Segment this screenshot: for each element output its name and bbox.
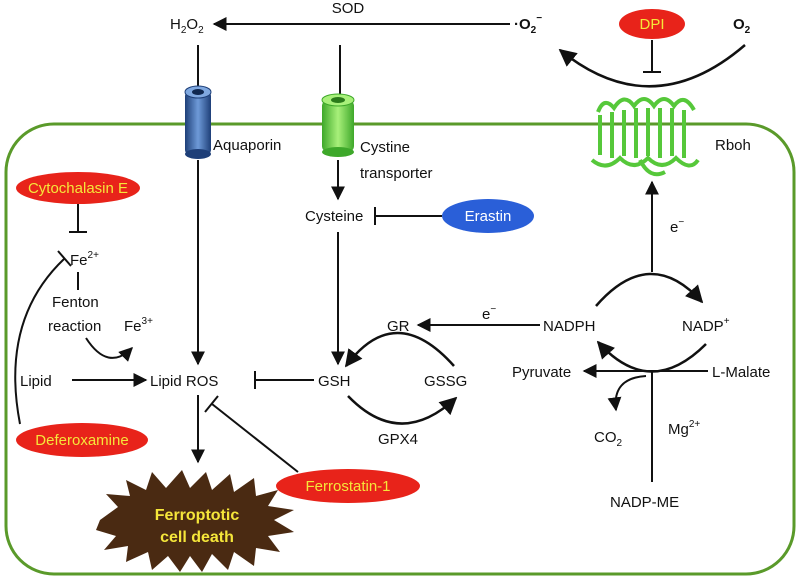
cytochalasin-e-label: Cytochalasin E: [28, 180, 128, 197]
cell-membrane: [4, 122, 796, 576]
fe2-label: Fe2+: [70, 250, 99, 269]
o2-label: O2: [733, 16, 751, 36]
cystine-transporter-icon: [321, 93, 355, 157]
gpx4-label: GPX4: [378, 431, 418, 448]
cystine-transporter-label-2: transporter: [360, 165, 433, 182]
deferoxamine-inhibitor: [16, 423, 148, 457]
ferrostatin-inhibitor: [276, 469, 420, 503]
superoxide-label: ·O2−: [514, 13, 542, 36]
lipid-ros-label: Lipid ROS: [150, 373, 218, 390]
gsh-gssg-arc: [347, 395, 458, 425]
aquaporin-channel-icon: [184, 85, 212, 159]
l-malate-label: L-Malate: [712, 364, 770, 381]
ferrostatin-label: Ferrostatin-1: [305, 478, 390, 495]
h2o2-label: H2O2: [170, 16, 204, 36]
cytochalasin-e-inhibitor: [16, 172, 140, 204]
nadph-label: NADPH: [543, 318, 596, 335]
gssg-gsh-arc: [344, 331, 455, 368]
sod-label: SOD: [332, 0, 365, 17]
fenton-label-1: Fenton: [52, 294, 99, 311]
erastin-label: Erastin: [465, 208, 512, 225]
electron-gr-label: e−: [482, 304, 496, 323]
fenton-fe3-arc: [85, 337, 133, 362]
gssg-label: GSSG: [424, 373, 467, 390]
rboh-reaction-arc: [558, 44, 746, 88]
co2-label: CO2: [594, 429, 623, 449]
cystine-transporter-label-1: Cystine: [360, 139, 410, 156]
nadp-nadph-arc: [596, 340, 707, 373]
deferoxamine-inhibition-bar: [57, 250, 72, 267]
gr-label: GR: [387, 318, 410, 335]
ferrostatin-inhibition-line: [211, 403, 299, 473]
deferoxamine-inhibition-curve: [14, 258, 65, 425]
fe3-label: Fe3+: [124, 316, 153, 335]
lipid-label: Lipid: [20, 373, 52, 390]
deferoxamine-label: Deferoxamine: [35, 432, 128, 449]
electron-top-label: e−: [670, 217, 684, 236]
fenton-label-2: reaction: [48, 318, 101, 335]
mg2-label: Mg2+: [668, 419, 700, 438]
nadp-plus-label: NADP+: [682, 316, 730, 335]
nadp-me-label: NADP-ME: [610, 494, 679, 511]
gsh-label: GSH: [318, 373, 351, 390]
dpi-label: DPI: [639, 16, 664, 33]
cell-death-label-1: Ferroptotic: [155, 507, 240, 524]
rboh-helix-icon: [590, 97, 700, 177]
rboh-label: Rboh: [715, 137, 751, 154]
nadph-nadp-arc: [595, 272, 704, 307]
cell-death-label-2: cell death: [160, 529, 234, 546]
cell-death-burst-icon: [96, 470, 294, 572]
erastin-inhibitor: [442, 199, 534, 233]
ferrostatin-inhibition-bar: [204, 395, 219, 413]
co2-release-arc: [607, 375, 647, 412]
cysteine-label: Cysteine: [305, 208, 363, 225]
dpi-inhibitor: [619, 9, 685, 39]
pyruvate-label: Pyruvate: [512, 364, 571, 381]
aquaporin-label: Aquaporin: [213, 137, 281, 154]
